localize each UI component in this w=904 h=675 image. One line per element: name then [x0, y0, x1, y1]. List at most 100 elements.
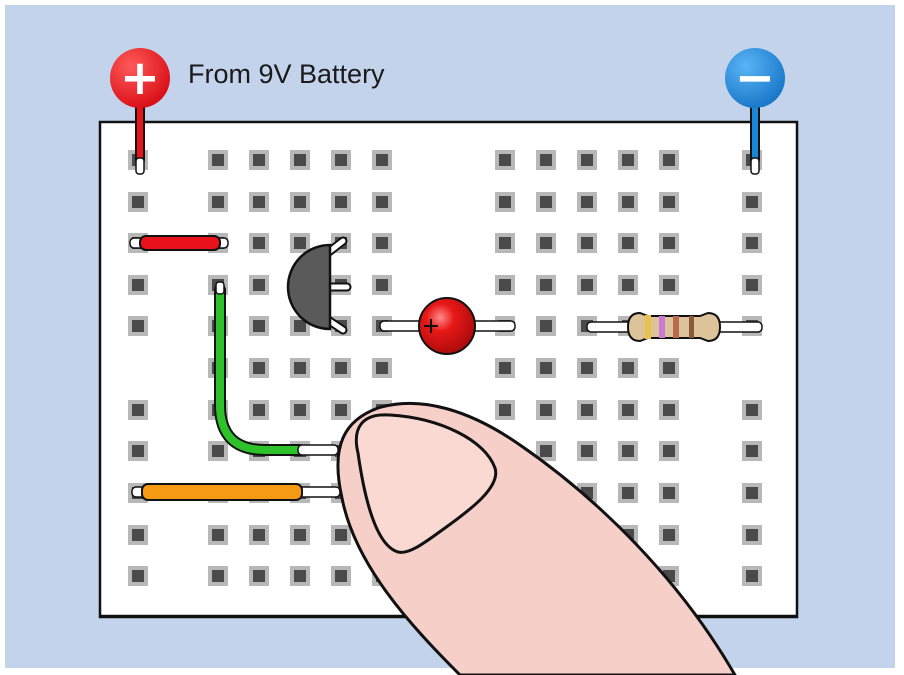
breadboard-hole [335, 154, 347, 166]
breadboard-hole [622, 445, 634, 457]
breadboard-hole [499, 196, 511, 208]
breadboard-hole [253, 279, 265, 291]
breadboard-hole [212, 196, 224, 208]
breadboard-hole [746, 570, 758, 582]
breadboard-hole [540, 196, 552, 208]
breadboard-hole [335, 570, 347, 582]
breadboard-hole [132, 570, 144, 582]
breadboard-hole [663, 196, 675, 208]
positive-terminal: + [110, 48, 170, 175]
red-wire-body [139, 235, 221, 251]
breadboard-hole [376, 237, 388, 249]
breadboard-hole [294, 154, 306, 166]
breadboard-hole [253, 196, 265, 208]
breadboard-hole [294, 570, 306, 582]
breadboard-hole [746, 487, 758, 499]
breadboard-hole [294, 196, 306, 208]
battery-caption: From 9V Battery [188, 59, 385, 89]
breadboard-hole [335, 196, 347, 208]
breadboard-hole [335, 362, 347, 374]
breadboard-hole [253, 154, 265, 166]
breadboard-hole [581, 362, 593, 374]
breadboard-hole [540, 154, 552, 166]
breadboard-hole [746, 196, 758, 208]
breadboard-hole [132, 196, 144, 208]
breadboard-hole [499, 362, 511, 374]
breadboard-hole [622, 362, 634, 374]
breadboard-hole [581, 404, 593, 416]
breadboard-hole [622, 279, 634, 291]
breadboard-hole [294, 362, 306, 374]
breadboard-hole [663, 404, 675, 416]
resistor-band-4 [689, 316, 694, 338]
breadboard-hole [253, 529, 265, 541]
negative-lead-tip [750, 157, 760, 175]
breadboard-hole [294, 237, 306, 249]
breadboard-hole [581, 445, 593, 457]
jumper-wire-orange [131, 483, 341, 501]
breadboard-hole [622, 404, 634, 416]
breadboard-hole [253, 570, 265, 582]
breadboard-hole [376, 362, 388, 374]
breadboard-hole [622, 196, 634, 208]
breadboard-hole [581, 279, 593, 291]
breadboard-hole [335, 404, 347, 416]
breadboard-hole [253, 237, 265, 249]
breadboard-hole [746, 237, 758, 249]
green-wire-end-top [215, 281, 225, 295]
resistor-band-1 [645, 315, 651, 339]
breadboard-hole [540, 362, 552, 374]
led-body [418, 297, 476, 355]
breadboard-hole [132, 279, 144, 291]
breadboard-hole [376, 196, 388, 208]
breadboard-hole [663, 362, 675, 374]
green-wire-body [216, 286, 304, 454]
breadboard-hole [132, 445, 144, 457]
breadboard-hole [581, 154, 593, 166]
breadboard-hole [253, 404, 265, 416]
breadboard-hole [746, 279, 758, 291]
breadboard-hole [581, 237, 593, 249]
negative-terminal: − [725, 48, 785, 175]
breadboard-hole [335, 529, 347, 541]
breadboard-hole [294, 404, 306, 416]
breadboard-hole [253, 362, 265, 374]
breadboard-hole [540, 320, 552, 332]
orange-wire-body [141, 483, 303, 501]
breadboard-hole [581, 196, 593, 208]
breadboard-hole [663, 487, 675, 499]
breadboard-hole [663, 237, 675, 249]
breadboard-hole [622, 237, 634, 249]
breadboard-hole [622, 154, 634, 166]
resistor-band-3 [673, 316, 679, 338]
green-wire-end-right [297, 444, 339, 456]
breadboard-hole [540, 237, 552, 249]
breadboard-hole [540, 445, 552, 457]
breadboard-hole [132, 404, 144, 416]
breadboard-hole [294, 320, 306, 332]
finger [336, 401, 737, 675]
plus-icon: + [120, 50, 160, 106]
breadboard-hole [540, 279, 552, 291]
transistor [286, 236, 352, 335]
breadboard-hole [663, 279, 675, 291]
breadboard-hole [132, 320, 144, 332]
breadboard-hole [663, 445, 675, 457]
breadboard-hole [376, 279, 388, 291]
breadboard-hole [499, 237, 511, 249]
breadboard-hole [212, 570, 224, 582]
breadboard-hole [499, 404, 511, 416]
resistor-band-2 [659, 316, 665, 338]
led [379, 297, 516, 355]
breadboard-hole [132, 529, 144, 541]
breadboard-hole [294, 529, 306, 541]
breadboard-hole [499, 279, 511, 291]
minus-icon: − [735, 50, 775, 106]
breadboard-hole [663, 154, 675, 166]
jumper-wire-red [129, 235, 229, 251]
resistor [586, 311, 763, 343]
breadboard-hole [540, 404, 552, 416]
transistor-body [286, 243, 332, 331]
breadboard-hole [663, 529, 675, 541]
